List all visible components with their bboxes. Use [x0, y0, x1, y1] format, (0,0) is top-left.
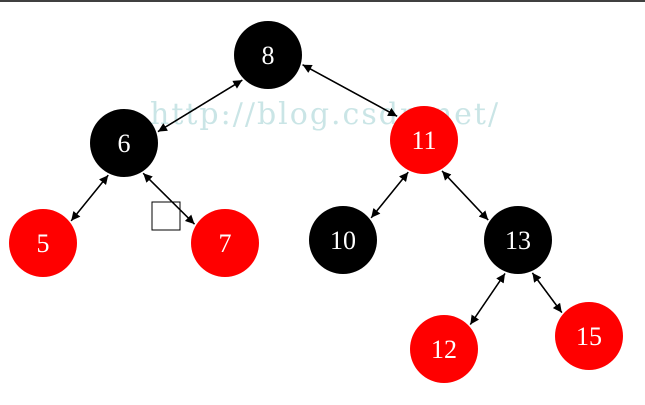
node-circle-6 — [90, 109, 158, 177]
edge-arrow-10-to-11 — [370, 171, 409, 219]
tree-node-15: 15 — [555, 302, 623, 370]
node-circle-11 — [390, 106, 458, 174]
nodes-layer: 8 6 11 5 7 10 13 12 15 — [9, 21, 623, 383]
node-circle-7 — [191, 209, 259, 277]
node-circle-13 — [484, 206, 552, 274]
edge-arrow-5-to-6 — [70, 174, 109, 222]
tree-node-6: 6 — [90, 109, 158, 177]
tree-node-5: 5 — [9, 209, 77, 277]
tree-node-12: 12 — [410, 315, 478, 383]
tree-node-8: 8 — [234, 21, 302, 89]
tree-node-13: 13 — [484, 206, 552, 274]
node-circle-10 — [309, 206, 377, 274]
edge-arrow-11-to-8 — [302, 64, 398, 117]
node-label-13: 13 — [505, 226, 531, 255]
node-label-5: 5 — [37, 229, 50, 258]
edges-layer — [70, 64, 563, 325]
edge-arrow-13-to-11 — [441, 170, 489, 221]
node-label-10: 10 — [330, 226, 356, 255]
node-label-11: 11 — [411, 126, 436, 155]
edge-arrow-15-to-13 — [531, 272, 563, 314]
edge-arrow-7-to-6 — [142, 172, 195, 225]
node-label-8: 8 — [262, 41, 275, 70]
node-label-7: 7 — [219, 229, 232, 258]
tree-node-7: 7 — [191, 209, 259, 277]
node-label-6: 6 — [118, 129, 131, 158]
tree-node-11: 11 — [390, 106, 458, 174]
node-label-15: 15 — [576, 322, 602, 351]
node-circle-8 — [234, 21, 302, 89]
node-circle-12 — [410, 315, 478, 383]
tree-node-10: 10 — [309, 206, 377, 274]
node-circle-15 — [555, 302, 623, 370]
empty-square-box — [151, 201, 181, 231]
edge-arrow-6-to-8 — [157, 79, 243, 133]
edge-arrow-12-to-13 — [469, 273, 506, 325]
node-label-12: 12 — [431, 335, 457, 364]
node-circle-5 — [9, 209, 77, 277]
